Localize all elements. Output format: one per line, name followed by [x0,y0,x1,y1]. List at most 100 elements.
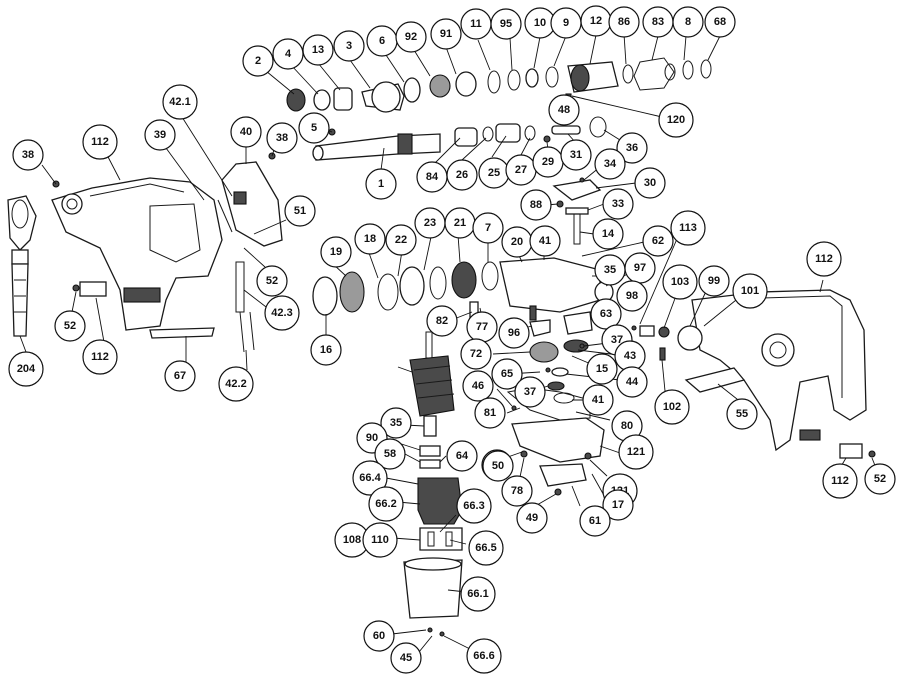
callout-number: 41 [539,235,551,247]
callout-circle [266,122,298,154]
callout-circle [616,132,648,164]
callout-circle [446,159,478,191]
callout-number: 66.2 [375,498,396,510]
callout-204: 204 [8,351,44,387]
callout-78: 78 [501,475,533,507]
callout-19: 19 [320,236,352,268]
callout-number: 10 [534,17,546,29]
callout-3: 3 [333,30,365,62]
callout-7: 7 [472,212,504,244]
callout-number: 35 [604,264,616,276]
callout-circle [8,351,44,387]
callout-84: 84 [416,161,448,193]
callout-circle [698,265,730,297]
callout-65: 65 [491,358,523,390]
callout-83: 83 [642,6,674,38]
callout-44: 44 [616,366,648,398]
callout-circle [491,358,523,390]
callout-88: 88 [520,189,552,221]
callout-55: 55 [726,398,758,430]
callout-number: 37 [611,334,623,346]
callout-33: 33 [602,188,634,220]
callout-number: 16 [320,344,332,356]
callout-61: 61 [579,505,611,537]
callout-circle [498,317,530,349]
callout-112: 112 [82,124,118,160]
callout-circle [616,280,648,312]
callout-113: 113 [670,210,706,246]
callout-number: 17 [612,499,624,511]
callout-circle [468,530,504,566]
callout-50: 50 [482,450,514,482]
callout-number: 113 [679,222,697,234]
callout-circle [501,475,533,507]
callout-number: 98 [626,290,638,302]
callout-circle [230,116,262,148]
callout-number: 42.3 [271,307,292,319]
callout-number: 30 [644,177,656,189]
callout-112: 112 [82,339,118,375]
callout-circle [298,112,330,144]
callout-number: 55 [736,408,748,420]
callout-circle [82,124,118,160]
callout-circle [256,265,288,297]
callout-number: 88 [530,199,542,211]
callout-circle [446,440,478,472]
callout-number: 31 [570,149,582,161]
callout-number: 58 [384,448,396,460]
callout-number: 66.1 [467,588,488,600]
callout-circle [592,218,624,250]
callout-92: 92 [395,21,427,53]
callout-103: 103 [662,264,698,300]
callout-number: 51 [294,205,306,217]
callout-number: 61 [589,515,601,527]
callout-circle [302,34,334,66]
callout-number: 81 [484,407,496,419]
callout-circle [460,576,496,612]
callout-52: 52 [256,265,288,297]
callout-36: 36 [616,132,648,164]
callout-circle [242,45,274,77]
callout-circle [352,460,388,496]
callout-66-1: 66.1 [460,576,496,612]
callout-102: 102 [654,389,690,425]
callout-circle [363,620,395,652]
callout-circle [490,8,522,40]
callout-circle [822,463,858,499]
callout-110: 110 [362,522,398,558]
callout-circle [374,438,406,470]
callout-14: 14 [592,218,624,250]
callout-number: 43 [624,350,636,362]
callout-number: 60 [373,630,385,642]
callout-number: 12 [590,15,602,27]
callout-circle [12,139,44,171]
callout-9: 9 [550,7,582,39]
callout-circle [333,30,365,62]
callout-circle [162,84,198,120]
callout-number: 82 [436,315,448,327]
callout-48: 48 [548,94,580,126]
callout-26: 26 [446,159,478,191]
callout-number: 50 [492,460,504,472]
callout-43: 43 [614,340,646,372]
callout-circle [385,224,417,256]
callout-circle [482,450,514,482]
callout-63: 63 [590,298,622,330]
callout-66-5: 66.5 [468,530,504,566]
callout-number: 49 [526,512,538,524]
callout-circle [54,310,86,342]
callout-number: 36 [626,142,638,154]
callout-circle [704,6,736,38]
callout-112: 112 [806,241,842,277]
callout-number: 97 [634,262,646,274]
gear-housing-middle [312,257,614,496]
callout-circle [618,434,654,470]
callout-number: 66.6 [473,650,494,662]
callout-99: 99 [698,265,730,297]
callout-number: 8 [685,16,691,28]
callout-circle [654,389,690,425]
callout-42-3: 42.3 [264,295,300,331]
callout-circle [516,502,548,534]
callout-98: 98 [616,280,648,312]
assembled-drill-right [631,289,876,459]
